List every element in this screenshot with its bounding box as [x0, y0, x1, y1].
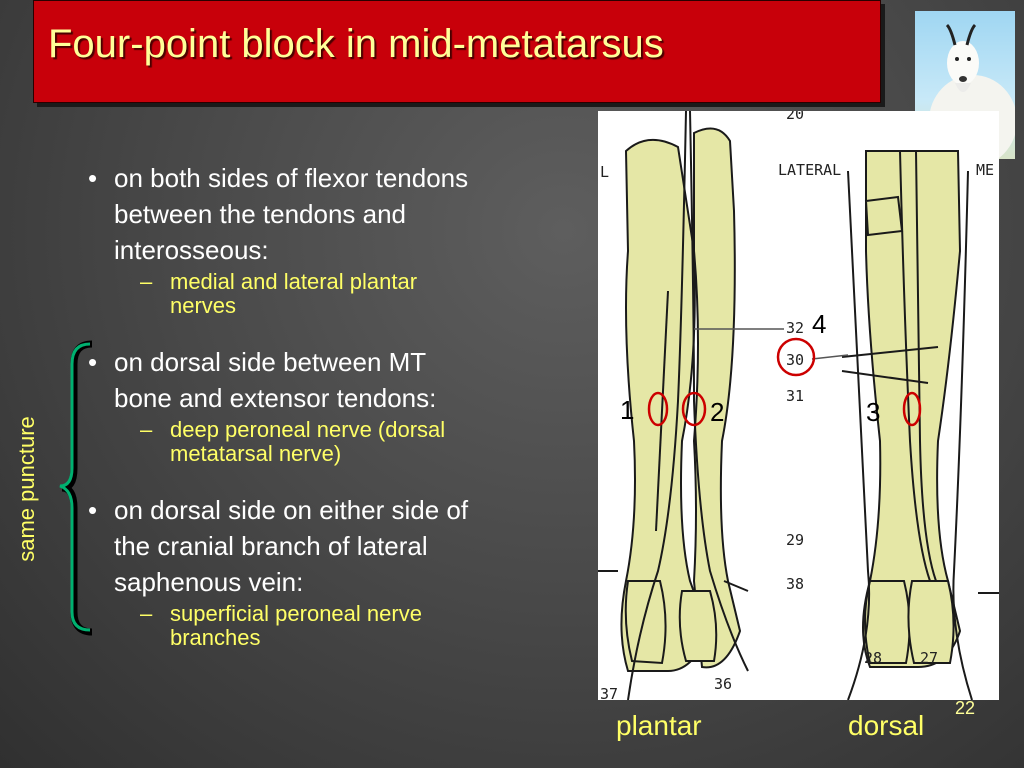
sub-bullet-1: – medial and lateral plantar nerves — [88, 270, 588, 318]
diagram-label: 38 — [786, 575, 804, 593]
caption-dorsal: dorsal — [848, 710, 925, 741]
diagram-label: LATERAL — [778, 161, 841, 179]
diagram-label: L — [600, 163, 609, 181]
sub-bullet-line: nerves — [170, 293, 237, 318]
diagram-label: 29 — [786, 531, 804, 549]
diagram-label: 30 — [786, 351, 804, 369]
bullet-3: • on dorsal side on either side of the c… — [88, 492, 588, 600]
sub-bullet-line: deep peroneal nerve (dorsal — [170, 417, 446, 442]
puncture-circle-3 — [902, 391, 922, 427]
diagram-label: 32 — [786, 319, 804, 337]
bullet-line: the cranial branch of lateral — [114, 531, 428, 561]
sub-bullet-dash: – — [140, 601, 153, 626]
curly-brace — [59, 340, 93, 636]
sub-bullet-line: medial and lateral plantar — [170, 269, 418, 294]
diagram-label: 36 — [714, 675, 732, 693]
caption-plantar: plantar — [616, 710, 702, 741]
bullet-line: on dorsal side on either side of — [114, 495, 469, 525]
sub-bullet-line: superficial peroneal nerve — [170, 601, 422, 626]
bullet-line: bone and extensor tendons: — [114, 383, 437, 413]
bullet-group-2: • on dorsal side between MT bone and ext… — [88, 344, 588, 466]
bullet-dot: • — [88, 495, 98, 525]
bone-drawing: 20 LATERAL L ME 32 30 31 29 38 37 36 28 … — [598, 111, 999, 700]
point-label-4: 4 — [812, 309, 827, 339]
bullet-group-3: • on dorsal side on either side of the c… — [88, 492, 588, 650]
bullet-line: on dorsal side between MT — [114, 347, 427, 377]
title-bar: Four-point block in mid-metatarsus — [33, 0, 881, 103]
slide-title: Four-point block in mid-metatarsus — [48, 22, 664, 66]
diagram-label: ME — [976, 161, 994, 179]
slide-number: 22 — [955, 698, 976, 718]
diagram-label: 28 — [864, 649, 882, 667]
diagram-label: 27 — [920, 649, 938, 667]
bullet-line: saphenous vein: — [114, 567, 304, 597]
metatarsus-diagram: 20 LATERAL L ME 32 30 31 29 38 37 36 28 … — [598, 111, 999, 700]
bullet-2: • on dorsal side between MT bone and ext… — [88, 344, 588, 416]
puncture-circle-1 — [647, 391, 669, 427]
bullet-line: interosseous: — [114, 235, 269, 265]
bullet-group-1: • on both sides of flexor tendons betwee… — [88, 160, 588, 318]
puncture-circle-2 — [681, 391, 707, 427]
sub-bullet-3: – superficial peroneal nerve branches — [88, 602, 588, 650]
bullet-1: • on both sides of flexor tendons betwee… — [88, 160, 588, 268]
sub-bullet-dash: – — [140, 417, 153, 442]
diagram-label: 31 — [786, 387, 804, 405]
bullet-line: between the tendons and — [114, 199, 407, 229]
point-label-2: 2 — [710, 397, 725, 427]
sub-bullet-line: metatarsal nerve) — [170, 441, 342, 466]
puncture-circle-4 — [776, 337, 816, 377]
bullet-list: • on both sides of flexor tendons betwee… — [88, 160, 588, 676]
bullet-dot: • — [88, 347, 98, 377]
sub-bullet-dash: – — [140, 269, 153, 294]
point-label-3: 3 — [866, 397, 881, 427]
point-label-1: 1 — [620, 395, 635, 425]
bullet-line: on both sides of flexor tendons — [114, 163, 469, 193]
sub-bullet-2: – deep peroneal nerve (dorsal metatarsal… — [88, 418, 588, 466]
diagram-label: 20 — [786, 111, 804, 123]
bracket-label: same puncture — [14, 416, 39, 562]
diagram-label: 37 — [600, 685, 618, 700]
bullet-dot: • — [88, 163, 98, 193]
sub-bullet-line: branches — [170, 625, 261, 650]
